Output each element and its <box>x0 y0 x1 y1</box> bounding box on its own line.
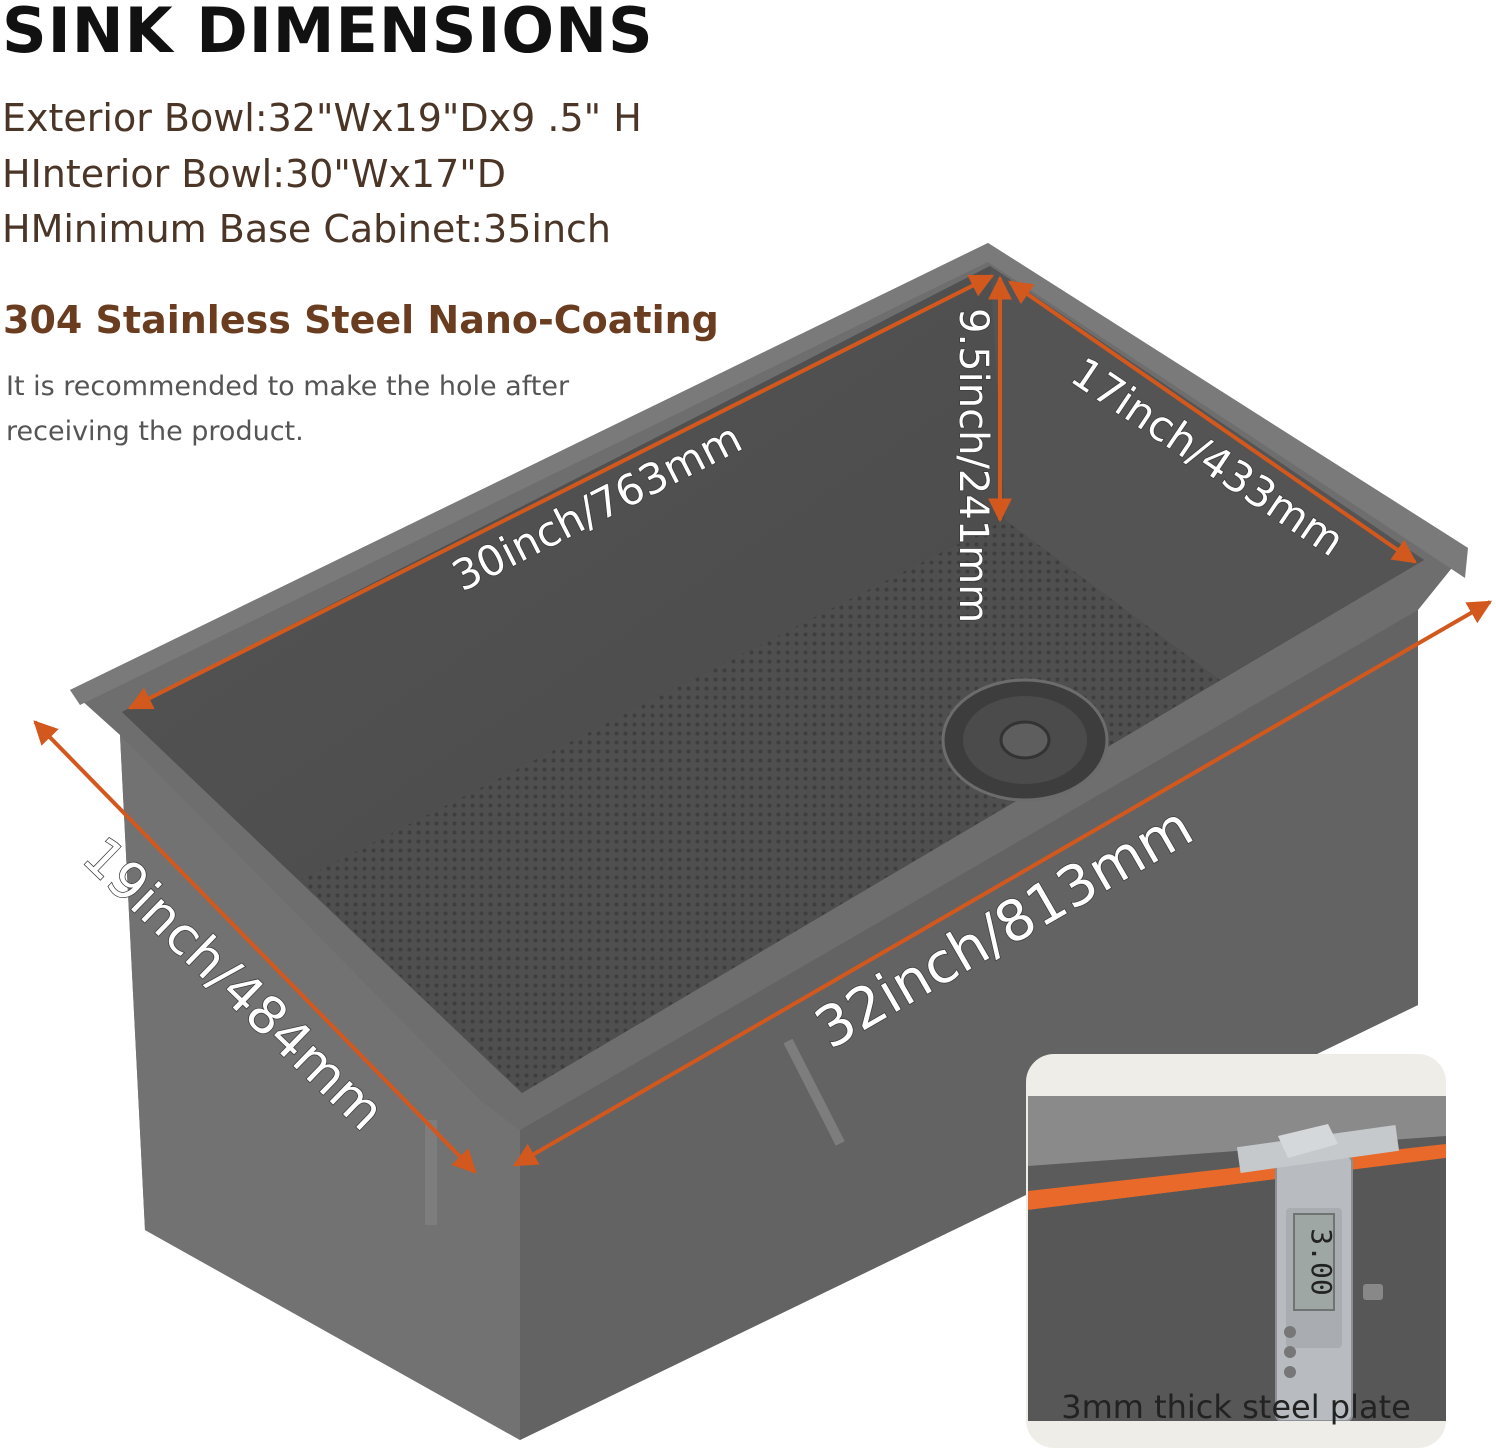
dimension-arrows <box>33 274 1493 1174</box>
gauge-reading: 3.00 <box>1305 1228 1338 1295</box>
spec-minimum-cabinet: HMinimum Base Cabinet:35inch <box>2 207 612 251</box>
arrow-exterior-depth <box>33 720 477 1174</box>
inset-caption: 3mm thick steel plate <box>1061 1388 1411 1426</box>
arrow-interior-width <box>127 274 995 710</box>
arrow-exterior-width <box>512 600 1493 1167</box>
caliper-photo: 3.00 <box>1028 1096 1446 1421</box>
caliper-icon: 3.00 <box>1236 1124 1400 1421</box>
arrow-interior-depth <box>1008 280 1417 564</box>
spec-exterior-bowl: Exterior Bowl:32"Wx19"Dx9 .5" H <box>2 96 642 140</box>
drain-icon <box>941 678 1109 802</box>
page-title: SINK DIMENSIONS <box>2 0 654 67</box>
spec-interior-bowl: HInterior Bowl:30"Wx17"D <box>2 152 507 196</box>
label-depth-height: 9.5inch/241mm <box>950 308 996 623</box>
thickness-inset: 3.00 3mm thick steel plate <box>1026 1054 1446 1448</box>
